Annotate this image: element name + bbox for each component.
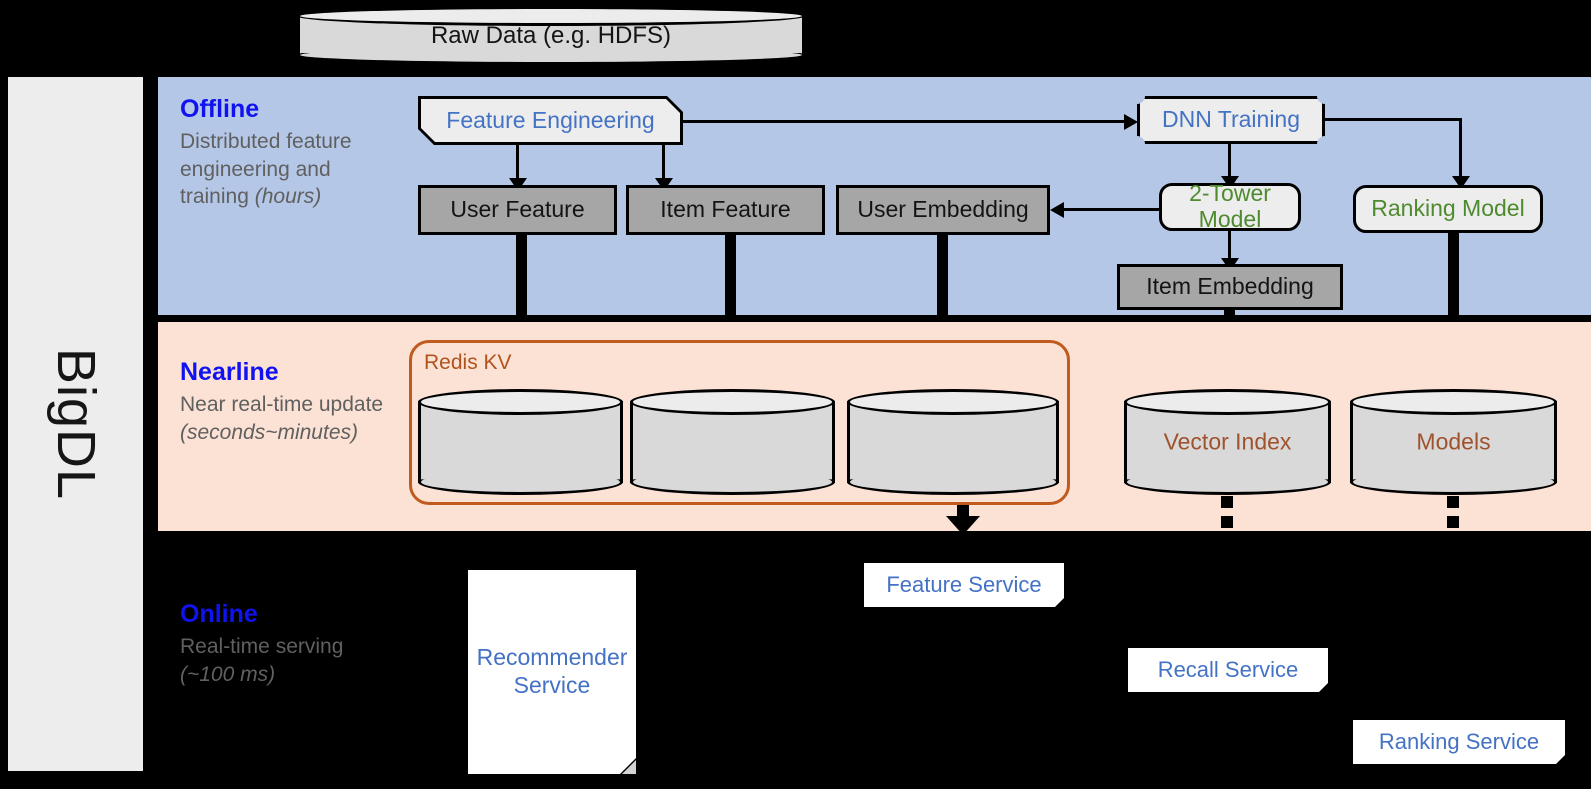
offline-subtitle: Distributed feature engineering and trai… [180,128,395,211]
document-fold-inner-icon [622,760,636,774]
bracket-notch-br [1317,136,1333,152]
ranking-service-label: Ranking Service [1378,728,1540,754]
feature-service-node[interactable]: Feature Service [864,563,1064,607]
item-embedding-label: Item Embedding [1146,273,1314,300]
stub-models-2 [1447,516,1459,528]
item-feature-label: Item Feature [660,196,791,223]
user-embedding-label: User Embedding [857,196,1029,223]
bracket-notch-tl [1129,88,1145,104]
item-embedding-node[interactable]: Item Embedding [1117,264,1343,310]
models-cylinder[interactable]: Models [1350,389,1557,495]
feature-engineering-node[interactable]: Feature Engineering [418,96,683,145]
pipe-itemfeature-to-store2 [725,233,736,388]
nearline-band-label: Nearline Near real-time update (seconds~… [180,358,410,446]
user-feature-node[interactable]: User Feature [418,185,617,235]
cylinder-top [847,389,1059,415]
cylinder-top [630,389,835,415]
edge-fe-to-dnn [683,120,1126,123]
user-feature-label: User Feature [450,196,585,223]
redis-kv-container [409,340,1070,505]
recommender-service-line1: Recommender [476,644,628,671]
online-subtitle: Real-time serving (~100 ms) [180,633,400,688]
redis-kv-label: Redis KV [424,351,512,374]
bigdl-sidebar: BigDL [8,77,143,771]
stub-models-1 [1447,496,1459,508]
online-title: Online [180,600,258,628]
recommender-service-node[interactable]: Recommender Service [468,570,636,774]
cylinder-top [418,389,623,415]
dnn-training-node[interactable]: DNN Training [1129,88,1333,152]
bracket-notch-bl [1129,136,1145,152]
bigdl-label: BigDL [45,347,106,501]
online-subtitle-italic: (~100 ms) [180,662,276,686]
document-fold-icon [1055,598,1064,607]
dnn-training-label: DNN Training [1161,106,1301,133]
recommender-service-line2: Service [513,672,591,698]
edge-fe-to-dnn-arrowhead [1124,114,1138,130]
feature-engineering-fill: Feature Engineering [421,99,680,142]
store-cylinder-3[interactable] [847,389,1059,495]
nearline-title: Nearline [180,358,279,386]
online-subtitle-plain: Real-time serving [180,635,344,658]
edge-fe-to-itemfeature [662,145,665,181]
edge-fe-to-userfeature [516,145,519,181]
bracket-notch-tr [1317,88,1333,104]
models-label: Models [1416,428,1491,455]
recall-service-label: Recall Service [1157,656,1299,682]
online-band-label: Online Real-time serving (~100 ms) [180,600,400,688]
edge-rawdata-to-fe [549,63,558,81]
offline-subtitle-italic: (hours) [254,185,322,209]
edge-twotower-to-itemembedding [1228,231,1231,262]
pipe-rankingmodel-to-models [1448,231,1459,388]
stub-redis-out [957,505,969,517]
stub-vectorindex-2 [1221,516,1233,528]
pipe-userembedding-to-store3 [937,233,948,388]
raw-data-label: Raw Data (e.g. HDFS) [430,21,672,49]
ranking-model-node[interactable]: Ranking Model [1353,185,1543,233]
cylinder-top [1350,389,1557,415]
pipe-userfeature-to-store1 [516,233,527,388]
dnn-training-fill: DNN Training [1140,99,1322,141]
recall-service-node[interactable]: Recall Service [1128,648,1328,692]
item-feature-node[interactable]: Item Feature [626,185,825,235]
ranking-service-node[interactable]: Ranking Service [1353,720,1565,764]
feature-service-label: Feature Service [886,571,1042,597]
document-fold-icon [1556,755,1565,764]
store-cylinder-2[interactable] [630,389,835,495]
cylinder-top [297,6,805,26]
feature-engineering-label: Feature Engineering [446,106,655,133]
store-cylinder-1[interactable] [418,389,623,495]
nearline-subtitle-italic: (seconds~minutes) [180,420,358,444]
edge-dnn-to-twotower [1228,144,1231,179]
recommender-service-label: Recommender Service [471,644,634,699]
nearline-subtitle-plain: Near real-time update [180,393,384,416]
edge-dnn-to-ranking-v [1459,118,1462,180]
document-fold-icon [1319,683,1328,692]
offline-title: Offline [180,95,260,123]
cylinder-top [1124,389,1331,415]
edge-dnn-to-ranking-h [1322,118,1462,121]
two-tower-model-label: 2-Tower Model [1189,180,1271,232]
edge-redis-to-featureservice-arrowhead [946,516,980,535]
edge-twotower-to-userembedding [1063,208,1162,211]
edge-twotower-to-userembedding-arrowhead [1050,202,1064,218]
stub-vectorindex-1 [1221,496,1233,508]
raw-data-cylinder: Raw Data (e.g. HDFS) [297,6,805,65]
offline-subtitle-plain: Distributed feature engineering and trai… [180,130,352,209]
offline-band-label: Offline Distributed feature engineering … [180,95,395,211]
vector-index-cylinder[interactable]: Vector Index [1124,389,1331,495]
ranking-model-label: Ranking Model [1371,195,1525,222]
user-embedding-node[interactable]: User Embedding [836,185,1050,235]
nearline-subtitle: Near real-time update (seconds~minutes) [180,391,410,446]
two-tower-model-node[interactable]: 2-Tower Model [1159,180,1301,232]
vector-index-label: Vector Index [1163,428,1292,455]
